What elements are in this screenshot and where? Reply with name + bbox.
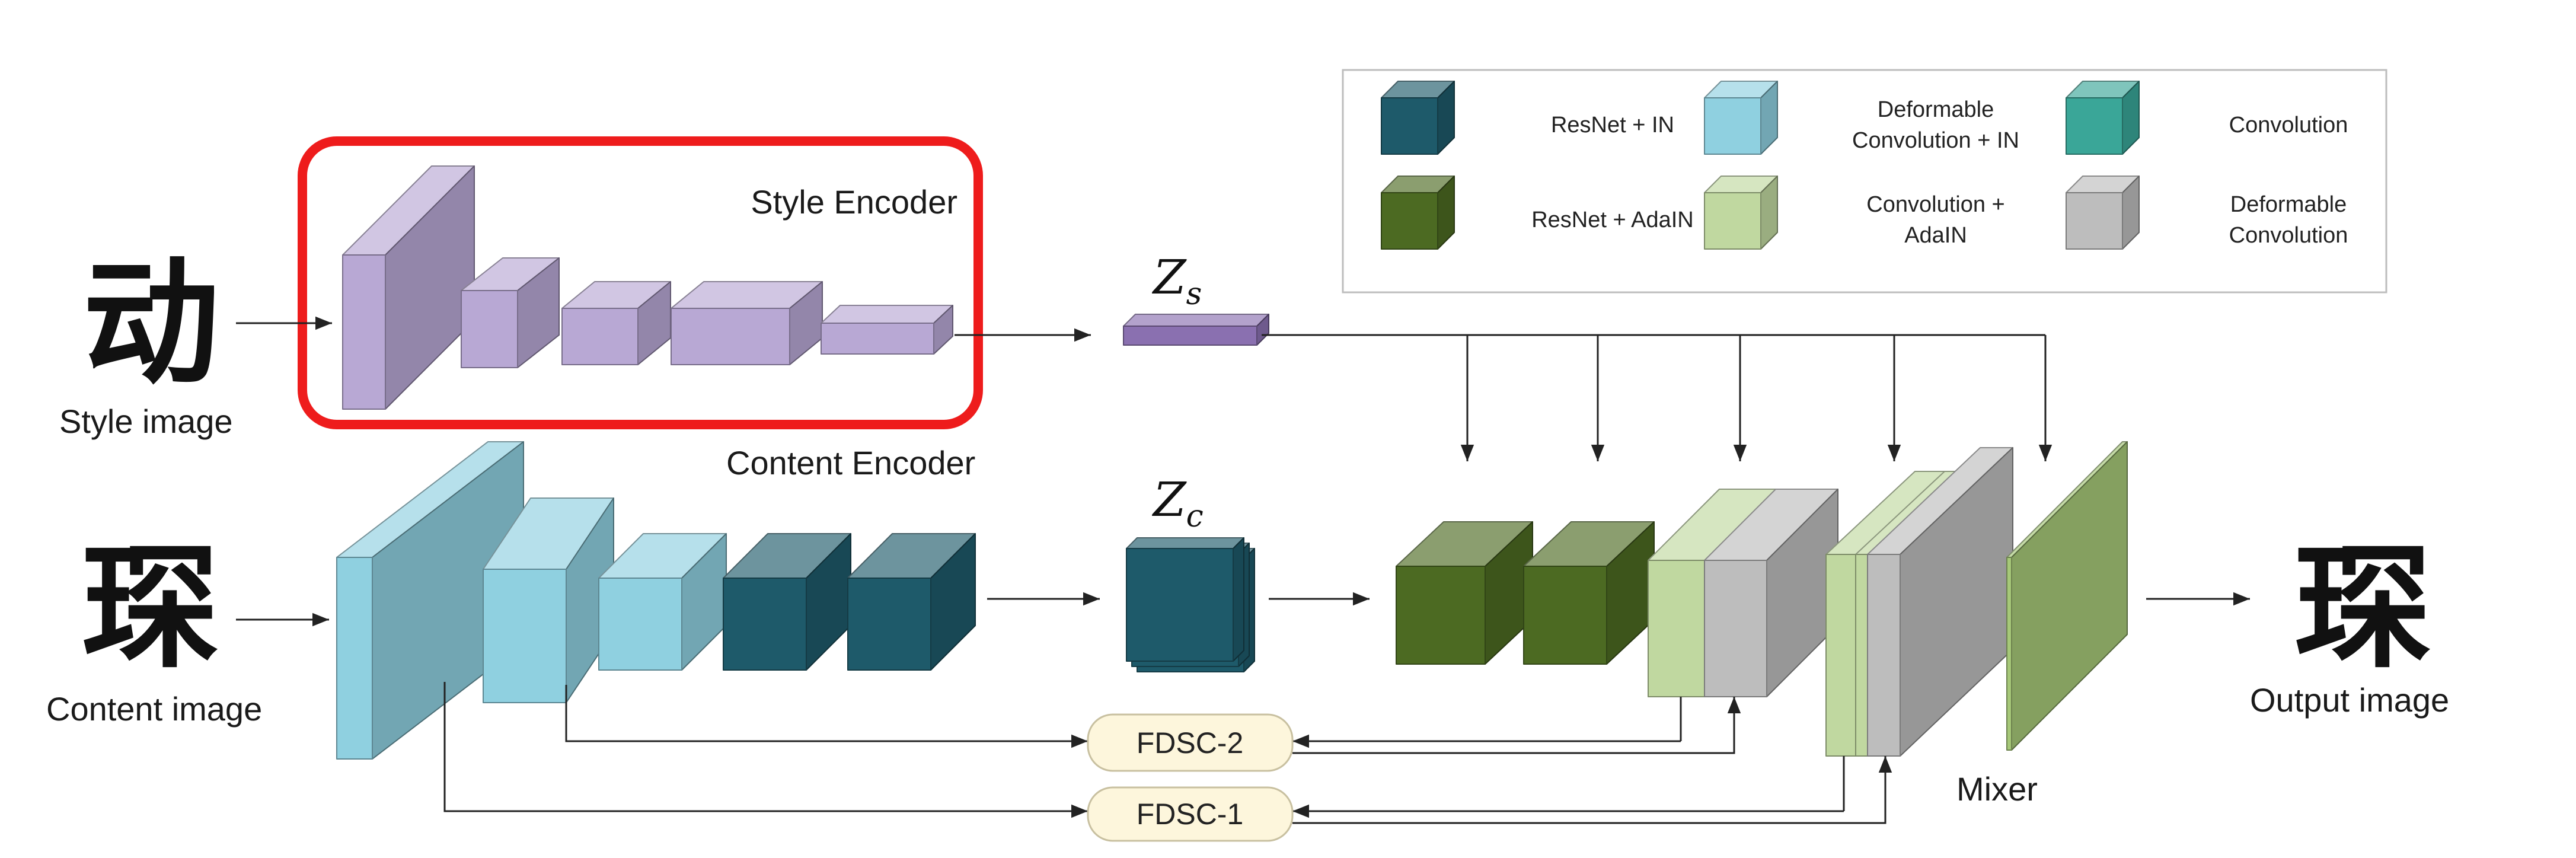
style-enc-block-5-top [821, 305, 953, 324]
decoder-up2-deform-front [1867, 554, 1901, 757]
style-encoder-highlight [298, 136, 983, 429]
legend-swatch-front [1704, 192, 1761, 250]
connections [236, 316, 2250, 824]
mixer-block-front [2006, 557, 2012, 751]
legend-swatch-front [1704, 97, 1761, 155]
legend-border [1342, 69, 2387, 294]
fdsc2-module: FDSC-2 [1087, 713, 1294, 772]
legend-item: ResNet + AdaIN [1381, 176, 1694, 250]
legend-label: Convolution + IN [1852, 128, 2019, 153]
legend-swatch-front [2066, 97, 2123, 155]
legend-swatch [1381, 176, 1455, 250]
skip-to-fdsc1 [443, 682, 1088, 818]
content-enc-block-3-front [598, 578, 682, 671]
zs-label: Zs [1151, 250, 1202, 312]
decoder-up2-deform [1867, 447, 2013, 757]
legend-swatch [1381, 81, 1455, 155]
legend-label: Deformable [2230, 192, 2347, 217]
style-encoder-label: Style Encoder [751, 183, 957, 221]
legend-label: ResNet + IN [1551, 113, 1674, 138]
fdsc2-out-b [1292, 697, 1741, 754]
legend-item: Convolution + AdaIN [1704, 176, 2005, 250]
zc-stack-3-top [1126, 537, 1244, 549]
content-image-label: Content image [46, 690, 262, 728]
decoder-resnet-adain-2-front [1523, 566, 1607, 665]
legend-label: ResNet + AdaIN [1531, 208, 1694, 232]
legend-swatch-front [1381, 192, 1438, 250]
fdsc2-box [1087, 713, 1294, 772]
content-encoder-label: Content Encoder [726, 444, 975, 481]
skip-to-fdsc2 [565, 685, 1088, 748]
zc-label: Zc [1151, 472, 1204, 534]
style-image-char: 动 [83, 243, 219, 403]
content-enc-block-4-front [723, 578, 807, 671]
decoder-up1-conv-adain-front [1648, 560, 1711, 697]
mixer-label: Mixer [1956, 770, 2038, 808]
legend-label: Convolution [2229, 113, 2348, 138]
zc-stack-3-front [1126, 548, 1234, 662]
legend-swatch [2066, 81, 2140, 155]
legend-label: Deformable [1878, 97, 1994, 122]
zs-bar-top [1123, 314, 1269, 327]
style-enc-block-3 [561, 281, 671, 365]
decoder-up1-deform [1704, 489, 1838, 697]
content-image-char: 琛 [82, 528, 218, 688]
style-enc-block-2 [461, 257, 560, 368]
mixer-block [2006, 441, 2128, 751]
content-enc-block-2-front [483, 569, 567, 703]
zc-stack-3 [1126, 537, 1244, 662]
content-enc-block-4 [723, 533, 851, 671]
fdsc1-box [1087, 786, 1294, 842]
content-enc-block-1 [336, 441, 524, 760]
zc-stack-3-side [1233, 537, 1244, 662]
legend-item: ResNet + IN [1381, 81, 1674, 155]
fdsc2-label: FDSC-2 [1137, 726, 1244, 760]
fdsc1-module: FDSC-1 [1087, 786, 1294, 842]
mixer-block-side [2011, 441, 2128, 751]
legend-label: Convolution + [1866, 192, 2004, 217]
decoder-resnet-adain-1-front [1396, 566, 1486, 665]
content-enc-block-1-front [336, 557, 373, 760]
fdsc1-label: FDSC-1 [1137, 798, 1244, 831]
zs-bar [1123, 314, 1269, 346]
legend-item: Convolution [2066, 81, 2348, 155]
fdsc1-out-b [1292, 756, 1892, 824]
content-enc-block-5-front [847, 578, 931, 671]
style-enc-block-4 [671, 281, 823, 365]
style-enc-block-5-front [821, 323, 934, 355]
style-enc-block-4-front [671, 308, 790, 365]
legend-label: Convolution [2229, 223, 2348, 248]
content-enc-block-3 [598, 533, 727, 671]
content-enc-block-5 [847, 533, 976, 671]
content-enc-block-2 [483, 497, 614, 703]
decoder-resnet-adain-2 [1523, 521, 1655, 665]
legend-label: AdaIN [1904, 223, 1967, 248]
legend-swatch [1704, 176, 1778, 250]
blocks [336, 165, 2128, 760]
style-enc-block-5 [821, 305, 953, 355]
decoder-up1-deform-front [1704, 560, 1767, 697]
legend-swatch [1704, 81, 1778, 155]
style-enc-block-1-front [342, 254, 386, 410]
style-enc-block-3-front [561, 308, 639, 365]
zs-bar-front [1123, 326, 1257, 346]
style-enc-block-1 [342, 165, 475, 410]
style-enc-block-2-front [461, 290, 518, 368]
legend-swatch-front [2066, 192, 2123, 250]
legend-swatch [2066, 176, 2140, 250]
output-image-label: Output image [2250, 681, 2449, 719]
legend-swatch-front [1381, 97, 1438, 155]
style-image-label: Style image [59, 403, 233, 440]
output-image-char: 琛 [2294, 528, 2431, 688]
decoder-resnet-adain-1 [1396, 521, 1533, 665]
